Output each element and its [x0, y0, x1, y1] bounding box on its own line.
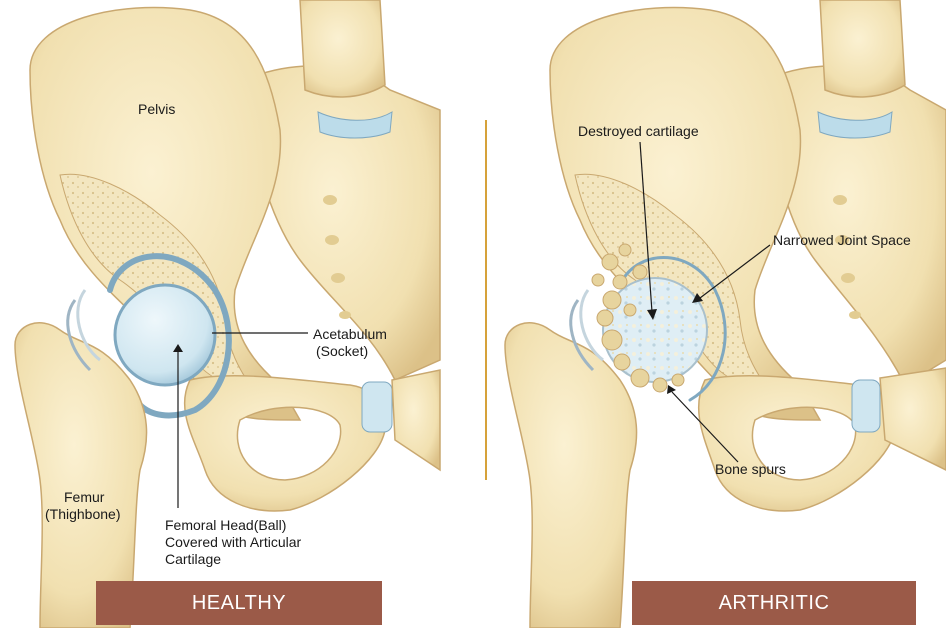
arthritic-banner: ARTHRITIC [632, 581, 916, 625]
label-thighbone: (Thighbone) [45, 506, 121, 523]
healthy-banner: HEALTHY [96, 581, 382, 625]
label-femur: Femur [64, 489, 104, 506]
arthritic-pubic-symphysis [852, 380, 880, 432]
label-socket: (Socket) [316, 343, 368, 360]
label-acetabulum: Acetabulum [313, 326, 387, 343]
label-pelvis: Pelvis [138, 101, 175, 118]
label-femoral-head-line3: Cartilage [165, 551, 221, 568]
healthy-vertebra [300, 0, 385, 97]
label-femoral-head-line2: Covered with Articular [165, 534, 301, 551]
healthy-femoral-head [115, 285, 215, 385]
label-narrowed-joint-space: Narrowed Joint Space [773, 232, 911, 249]
label-bone-spurs: Bone spurs [715, 461, 786, 478]
arthritic-panel [505, 0, 946, 628]
healthy-pubic-symphysis [362, 382, 392, 432]
label-femoral-head-line1: Femoral Head(Ball) [165, 517, 286, 534]
arthritic-vertebra [820, 0, 905, 97]
label-destroyed-cartilage: Destroyed cartilage [578, 123, 699, 140]
